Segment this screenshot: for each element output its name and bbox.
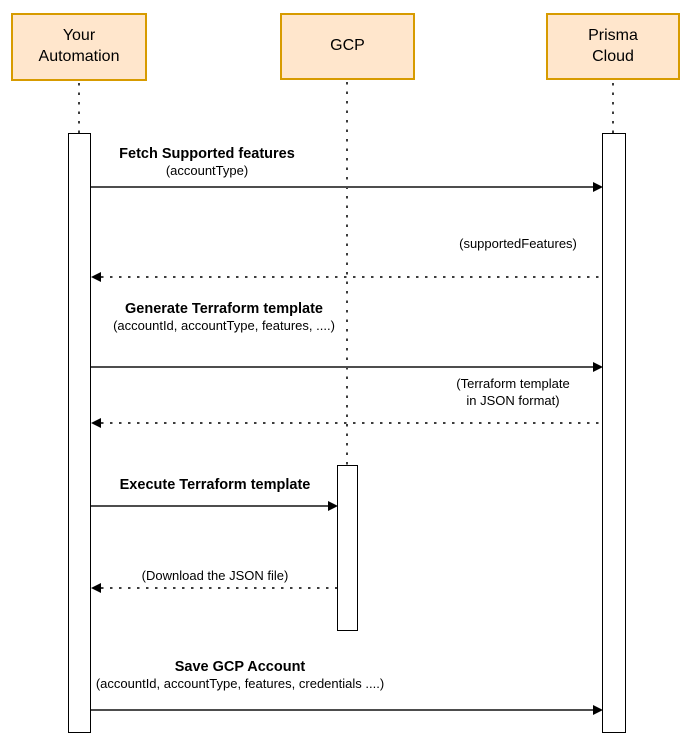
message-line-save-gcp-account (91, 709, 594, 711)
message-line-supported-features-return (101, 276, 602, 278)
arrowhead-right-icon (328, 501, 338, 511)
message-title: Fetch Supported features (119, 146, 295, 162)
message-line-fetch-supported-features (91, 186, 594, 188)
actor-gcp: GCP (280, 13, 415, 80)
message-params: (accountType) (165, 162, 249, 178)
message-label-supported-features: (supportedFeatures) (398, 236, 638, 253)
arrowhead-left-icon (91, 272, 101, 282)
actor-your-automation: Your Automation (11, 13, 147, 81)
message-label-execute-terraform-template: Execute Terraform template (65, 477, 365, 494)
message-title: Save GCP Account (174, 659, 306, 675)
message-params: (Download the JSON file) (141, 568, 289, 583)
message-params: (accountId, accountType, features, crede… (95, 675, 385, 691)
arrowhead-right-icon (593, 182, 603, 192)
message-label-download-json-file: (Download the JSON file) (95, 568, 335, 585)
message-params: (accountId, accountType, features, ....) (113, 317, 335, 333)
message-title: Execute Terraform template (119, 477, 311, 493)
lifeline-prisma-cloud (612, 83, 614, 133)
message-line-download-json-return (101, 587, 337, 589)
activation-bar-gcp (337, 465, 358, 631)
message-label-fetch-supported-features: Fetch Supported features (accountType) (57, 146, 357, 180)
message-params: (supportedFeatures) (459, 236, 577, 251)
message-line-terraform-template-return (101, 422, 602, 424)
message-label-generate-terraform-template: Generate Terraform template (accountId, … (74, 301, 374, 335)
activation-bar-prisma-cloud (602, 133, 626, 733)
actor-prisma-cloud: Prisma Cloud (546, 13, 680, 80)
arrowhead-right-icon (593, 705, 603, 715)
lifeline-gcp (346, 82, 348, 465)
message-params: (Terraform template in JSON format) (456, 376, 570, 408)
message-label-save-gcp-account: Save GCP Account (accountId, accountType… (40, 659, 440, 693)
message-label-terraform-template-json: (Terraform template in JSON format) (403, 376, 623, 410)
arrowhead-left-icon (91, 418, 101, 428)
arrowhead-left-icon (91, 583, 101, 593)
arrowhead-right-icon (593, 362, 603, 372)
lifeline-your-automation (78, 83, 80, 133)
message-title: Generate Terraform template (125, 301, 323, 317)
message-line-generate-terraform-template (91, 366, 594, 368)
activation-bar-your-automation (68, 133, 91, 733)
message-line-execute-terraform-template (91, 505, 329, 507)
